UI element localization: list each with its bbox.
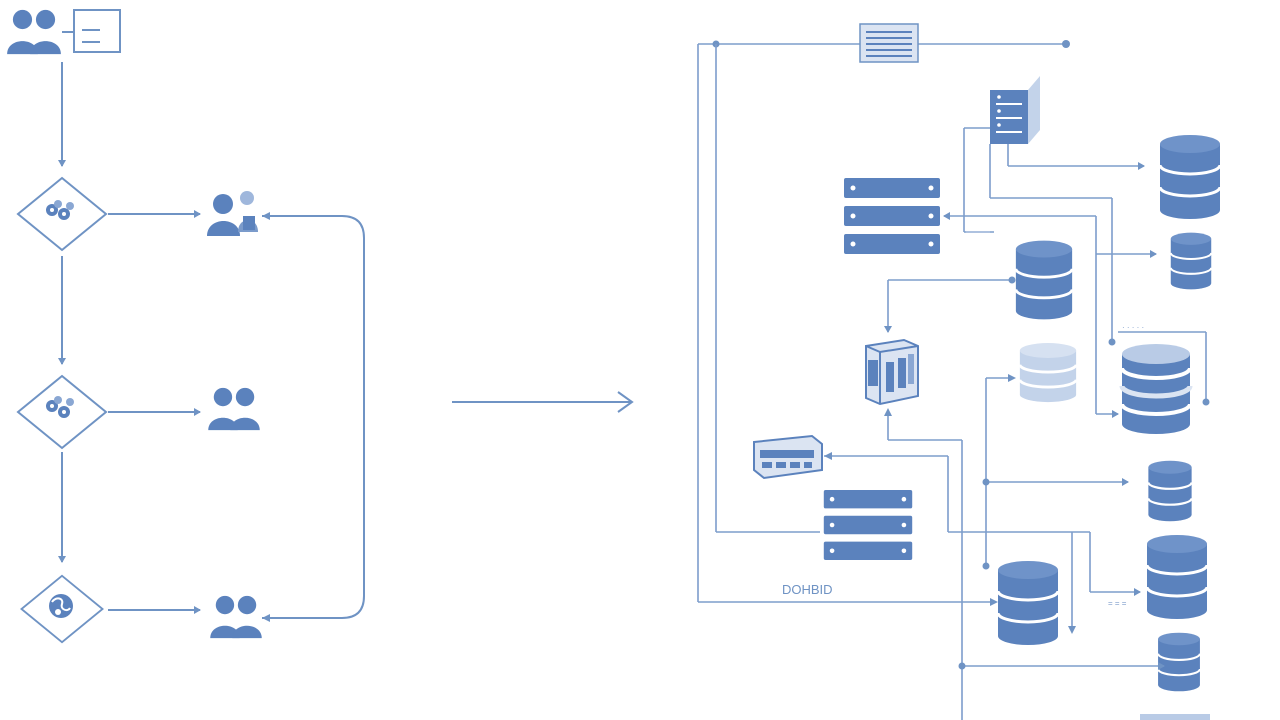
gears-decision-icon bbox=[17, 375, 107, 449]
database-icon bbox=[1014, 239, 1074, 321]
users-icon bbox=[210, 595, 262, 639]
database-icon bbox=[1156, 632, 1202, 692]
database-icon bbox=[1018, 342, 1078, 404]
server-rack-icon bbox=[990, 76, 1040, 144]
bottom-label: DOHBID bbox=[782, 582, 833, 597]
database-icon bbox=[1146, 460, 1194, 522]
users-icon bbox=[208, 387, 260, 431]
database-icon bbox=[1119, 344, 1193, 434]
users-icon bbox=[207, 191, 258, 236]
database-icon bbox=[1145, 534, 1209, 620]
database-icon bbox=[1169, 232, 1213, 290]
server-rack-icon bbox=[823, 490, 913, 560]
database-icon bbox=[1158, 134, 1222, 220]
server-rack-icon bbox=[844, 178, 940, 254]
database-icon bbox=[996, 560, 1060, 646]
network-switch-icon bbox=[753, 434, 823, 480]
firewall-device-icon bbox=[865, 338, 919, 406]
svg-text:= = =: = = = bbox=[1108, 599, 1127, 608]
svg-text:· · · · ·: · · · · · bbox=[1122, 323, 1144, 332]
users-icon bbox=[7, 9, 61, 55]
right-network: · · · · · = = = bbox=[697, 23, 1222, 720]
gears-decision-icon bbox=[17, 177, 107, 251]
left-flow bbox=[7, 9, 365, 644]
transform-arrow-icon bbox=[452, 391, 634, 413]
document-icon bbox=[73, 9, 121, 53]
globe-decision-icon bbox=[20, 574, 104, 644]
network-switch-icon bbox=[859, 23, 919, 63]
